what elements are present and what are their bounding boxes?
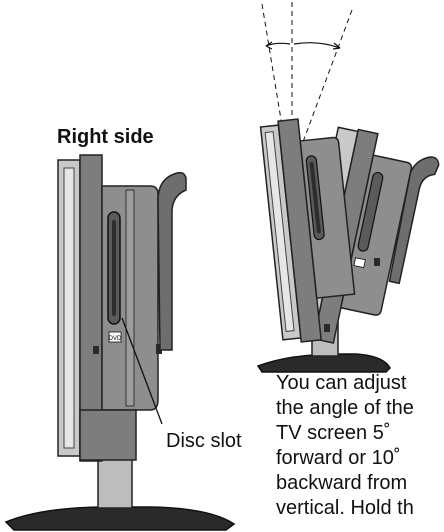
angle-line-forward (261, 3, 287, 151)
right-button-bump (374, 258, 380, 266)
caption-line: vertical. Hold th (276, 497, 414, 519)
right-tv-base (256, 353, 391, 373)
caption-line: the angle of the (276, 397, 414, 419)
tilt-instructions-caption: You can adjust the angle of the TV scree… (276, 371, 444, 532)
left-dvd-logo-text: DVD (109, 336, 122, 342)
disc-slot-leader-line (121, 317, 163, 425)
left-dvd-logo (108, 331, 122, 343)
left-tv-handle (157, 171, 187, 351)
left-button-bump (93, 346, 99, 354)
right-tv-tilted-forward (259, 118, 356, 343)
caption-line: backward from (276, 472, 408, 494)
left-tv-neck (97, 455, 133, 509)
caption-line: forward or 10˚ (276, 447, 401, 469)
right-tv-unit (256, 2, 440, 373)
caption-line: You can adjust (276, 372, 407, 394)
disc-slot-label: Disc slot (166, 430, 242, 452)
left-tv-base (4, 506, 236, 531)
angle-arc-backward (293, 42, 341, 49)
angle-line-backward (299, 9, 353, 151)
caption-line: TV screen 5˚ (276, 422, 391, 444)
right-button-bump (324, 324, 330, 332)
left-tv-unit: DVD (4, 154, 236, 531)
right-side-label: Right side (57, 126, 154, 148)
left-button-bump (156, 344, 162, 354)
